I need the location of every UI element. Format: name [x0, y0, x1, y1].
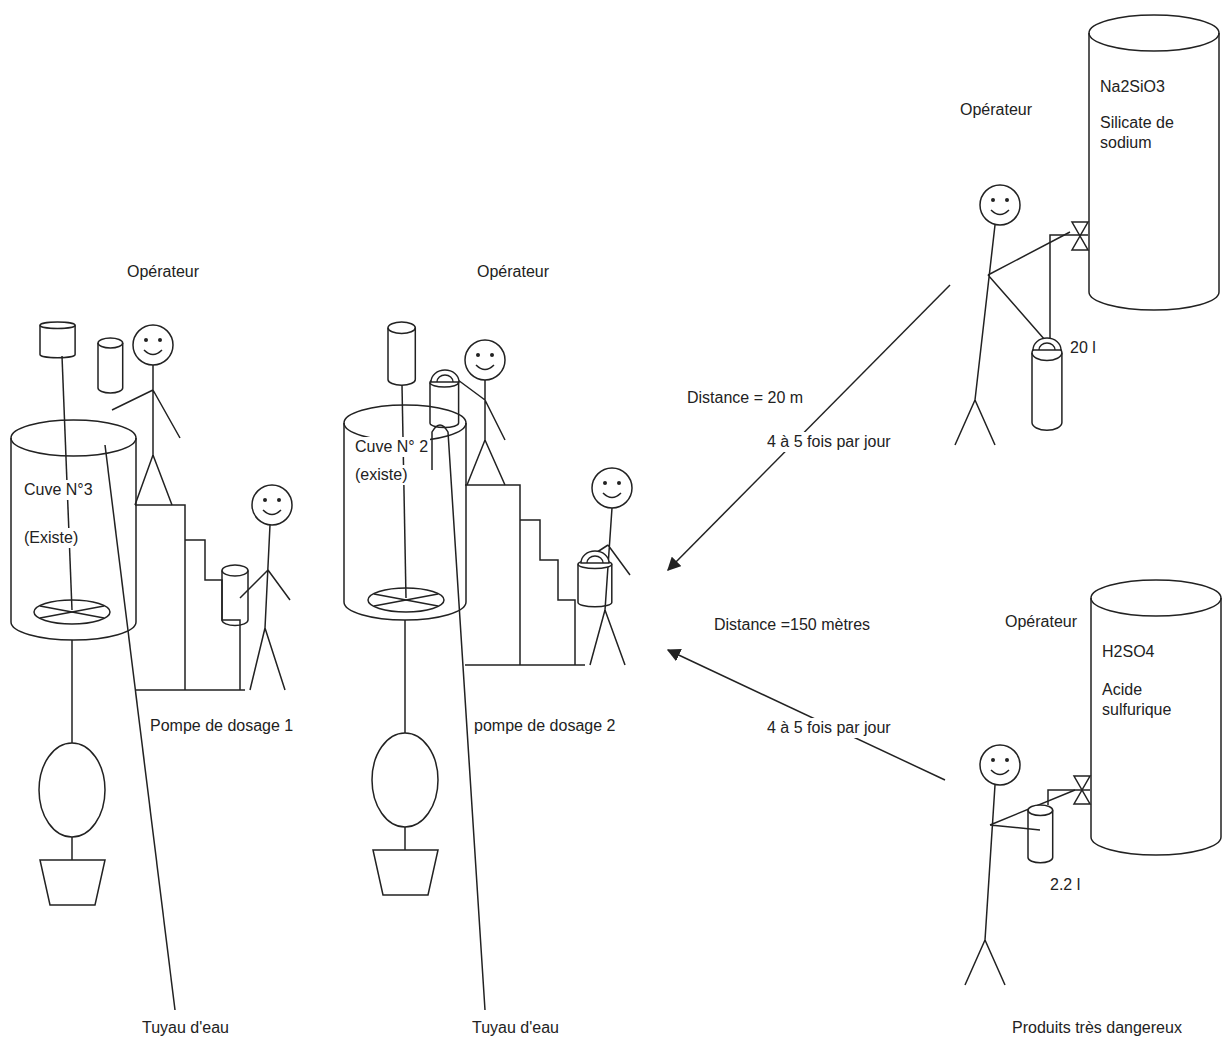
pipe — [404, 827, 406, 850]
tank-title: Na2SiO3 — [1098, 77, 1167, 97]
agitator-blade — [34, 600, 110, 624]
drum: H2SO4Acide sulfurique — [1090, 580, 1222, 855]
operator-figure — [585, 508, 630, 665]
bucket — [1032, 345, 1062, 430]
hose-label: Tuyau d'eau — [470, 1018, 561, 1038]
agitator-blade — [40, 606, 104, 618]
tank-note: Acide sulfurique — [1100, 680, 1204, 720]
pump-label: Pompe de dosage 1 — [148, 716, 295, 736]
dosing-pump — [372, 733, 438, 827]
pipe — [71, 837, 73, 860]
pump-base — [40, 860, 105, 905]
operator-figure — [955, 225, 1070, 445]
tank-note: (existe) — [353, 465, 409, 485]
pipe — [404, 620, 406, 733]
agitator-motor — [388, 322, 415, 385]
operator-head — [252, 485, 292, 525]
drum: Na2SiO3Silicate de sodium — [1088, 15, 1220, 310]
pump-label: pompe de dosage 2 — [472, 716, 617, 736]
bucket — [98, 338, 123, 393]
operator-label: Opérateur — [125, 262, 201, 282]
bucket-lid — [431, 370, 459, 382]
operator-label: Opérateur — [475, 262, 551, 282]
tank-title: Cuve N°3 — [22, 480, 95, 500]
valve — [1074, 776, 1090, 804]
operator-figure — [458, 380, 505, 485]
operator-head — [465, 340, 505, 380]
operator-label: Opérateur — [1003, 612, 1079, 632]
agitator-blade — [374, 594, 438, 606]
frequency-label: 4 à 5 fois par jour — [765, 718, 893, 738]
bucket — [578, 560, 612, 607]
operator-head — [133, 325, 173, 365]
stairs — [135, 505, 245, 690]
tank-note: Silicate de sodium — [1098, 113, 1202, 153]
bucket — [1028, 805, 1053, 863]
funnel — [1033, 338, 1061, 350]
bucket — [222, 565, 248, 626]
hose-label: Tuyau d'eau — [140, 1018, 231, 1038]
agitator-blade — [368, 588, 444, 612]
stairs — [465, 485, 585, 665]
bucket-lid — [581, 551, 609, 563]
agitator-motor — [40, 322, 75, 358]
frequency-label: 4 à 5 fois par jour — [765, 432, 893, 452]
dosing-pump — [39, 743, 105, 837]
agitator-blade — [40, 606, 104, 618]
pipe — [1050, 235, 1088, 345]
tank-note: (Existe) — [22, 528, 80, 548]
transport-arrow — [668, 650, 945, 780]
pump-base — [373, 850, 438, 895]
volume-label: 2.2 l — [1048, 875, 1082, 895]
distance-label: Distance = 20 m — [685, 388, 805, 408]
cylinder-outline — [1088, 15, 1220, 310]
tank-title: H2SO4 — [1100, 642, 1156, 662]
operator-head — [592, 468, 632, 508]
agitator-blade — [374, 594, 438, 606]
tank: Cuve N° 2 (existe) — [343, 405, 467, 620]
tank: Cuve N°3 (Existe) — [10, 420, 137, 640]
pipe — [71, 640, 73, 743]
agitator-shaft — [402, 385, 406, 598]
warning-note: Produits très dangereux — [1010, 1018, 1184, 1038]
distance-label: Distance =150 mètres — [712, 615, 872, 635]
operator-label: Opérateur — [958, 100, 1034, 120]
valve — [1072, 222, 1088, 250]
bucket — [430, 378, 459, 428]
transport-arrow — [668, 285, 950, 570]
tank-title: Cuve N° 2 — [353, 437, 430, 457]
operator-head — [980, 745, 1020, 785]
volume-label: 20 l — [1068, 338, 1098, 358]
operator-head — [980, 185, 1020, 225]
